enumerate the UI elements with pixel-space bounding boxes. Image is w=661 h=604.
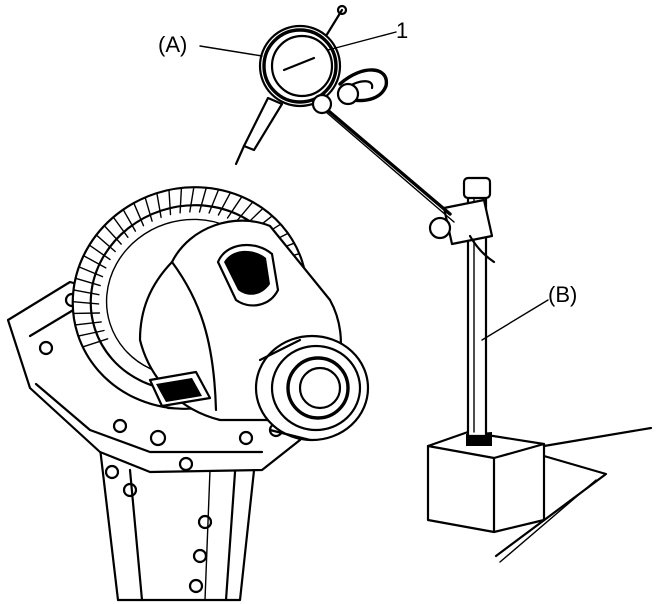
gear-tooth — [72, 301, 100, 305]
gear-tooth — [144, 197, 153, 222]
leader-1 — [327, 31, 397, 51]
dial-gauge — [234, 4, 388, 166]
gear-tooth — [217, 192, 232, 216]
gear-tooth — [88, 244, 111, 261]
label-gauge-a: (A) — [158, 32, 187, 57]
magnetic-base — [426, 426, 653, 563]
side-bearing-hub — [254, 334, 370, 442]
gear-tooth — [77, 329, 105, 337]
gear-tooth — [156, 192, 162, 219]
gear-tooth — [95, 234, 116, 253]
gear-tooth — [82, 338, 109, 348]
gear-tooth — [112, 216, 129, 238]
gear-tooth — [189, 186, 195, 213]
gear-tooth — [133, 202, 145, 227]
gear-tooth — [179, 187, 183, 214]
gear-tooth — [208, 189, 220, 214]
label-stand-b: (B) — [548, 282, 577, 307]
label-item-1: 1 — [396, 18, 408, 43]
leader-a — [199, 45, 263, 57]
gear-tooth — [122, 209, 137, 232]
gear-tooth — [72, 289, 100, 296]
stand-assembly — [316, 100, 496, 438]
gear-tooth — [198, 187, 207, 213]
gear-tooth — [74, 321, 102, 326]
gear-tooth — [74, 277, 101, 287]
leader-b — [481, 299, 549, 341]
gear-tooth — [168, 189, 172, 216]
gear-tooth — [78, 266, 104, 278]
gear-tooth — [235, 201, 254, 223]
gear-tooth — [103, 225, 122, 245]
leader-lines — [199, 31, 549, 341]
gear-tooth — [226, 196, 243, 219]
gear-tooth — [83, 255, 107, 269]
